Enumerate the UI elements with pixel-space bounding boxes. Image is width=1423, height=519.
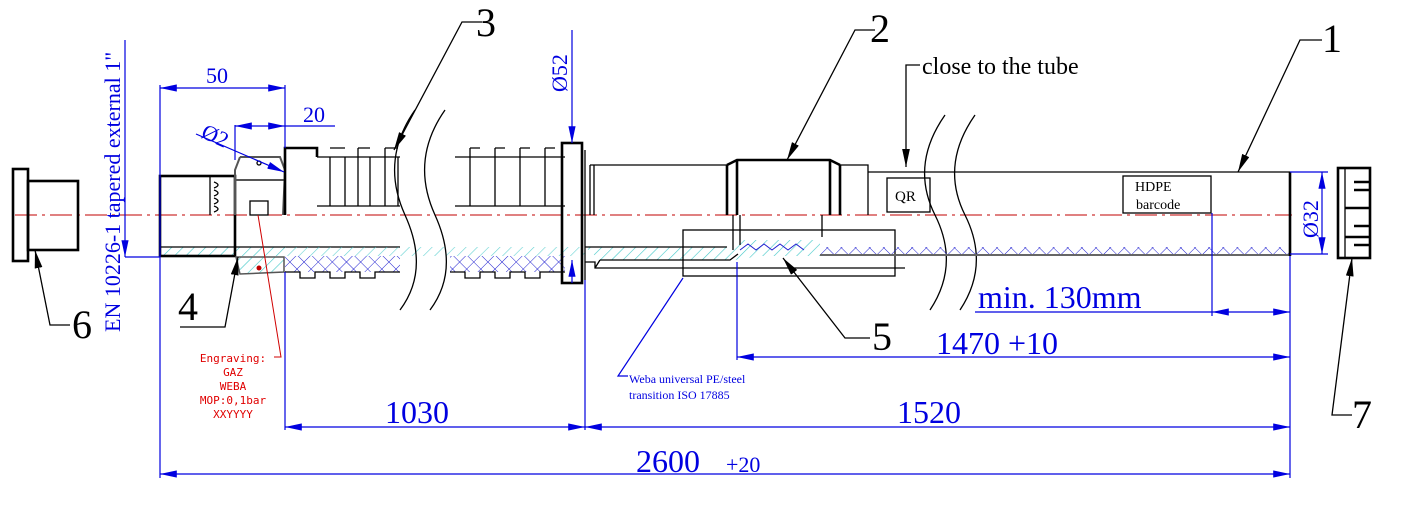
transition-note-line1: Weba universal PE/steel (629, 372, 746, 386)
transition-note-line2: transition ISO 17885 (629, 388, 730, 402)
part-label-3: 3 (476, 0, 496, 45)
close-to-tube-leader (902, 64, 920, 167)
dim-1470: 1470 +10 (936, 325, 1058, 361)
dim-min-130: min. 130mm (978, 279, 1142, 315)
barcode-box (1122, 175, 1212, 214)
threaded-fitting (158, 174, 400, 258)
dimension-lines (121, 30, 1328, 478)
engraving-leader (257, 214, 282, 358)
dim-1030: 1030 (385, 394, 449, 430)
part-label-6: 6 (72, 302, 92, 347)
hdpe-label: HDPE (1135, 180, 1172, 195)
part-1-pe-pipe (820, 172, 1292, 256)
qr-label: QR (895, 189, 916, 205)
dim-1520: 1520 (897, 394, 961, 430)
dim-20: 20 (303, 102, 325, 127)
dim-2600: 2600 (636, 443, 700, 479)
flange (560, 141, 586, 285)
part-3-corrugated-section (283, 146, 585, 279)
break-line-right (924, 114, 978, 311)
engraving-line: MOP:0,1bar (200, 394, 267, 407)
part-2-coupling (585, 158, 1290, 269)
qr-box (886, 177, 931, 213)
part-label-4: 4 (178, 284, 198, 329)
dim-2600-tolerance: +20 (726, 452, 760, 477)
engraving-note: Engraving: GAZ WEBA MOP:0,1bar XXYYYY (200, 352, 267, 421)
engraving-line: WEBA (220, 380, 247, 393)
part-label-5: 5 (872, 314, 892, 359)
dim-dia32: Ø32 (1298, 200, 1323, 238)
barcode-label: barcode (1136, 198, 1180, 213)
part-label-7: 7 (1352, 392, 1372, 437)
engraving-line: XXYYYY (213, 408, 253, 421)
thread-spec-note: EN 10226-1 tapered external 1" (100, 52, 125, 332)
dim-50: 50 (206, 63, 228, 88)
part-7-plug (1336, 166, 1372, 260)
close-to-tube-note: close to the tube (922, 54, 1079, 80)
part-6-cap (11, 167, 80, 263)
part-leaders (34, 21, 1354, 416)
engraving-line: Engraving: (200, 352, 266, 365)
part-label-2: 2 (870, 6, 890, 51)
break-line-left (394, 109, 448, 311)
engraving-line: GAZ (223, 366, 243, 379)
dim-dia52: Ø52 (547, 54, 572, 92)
part-label-1: 1 (1322, 16, 1342, 61)
